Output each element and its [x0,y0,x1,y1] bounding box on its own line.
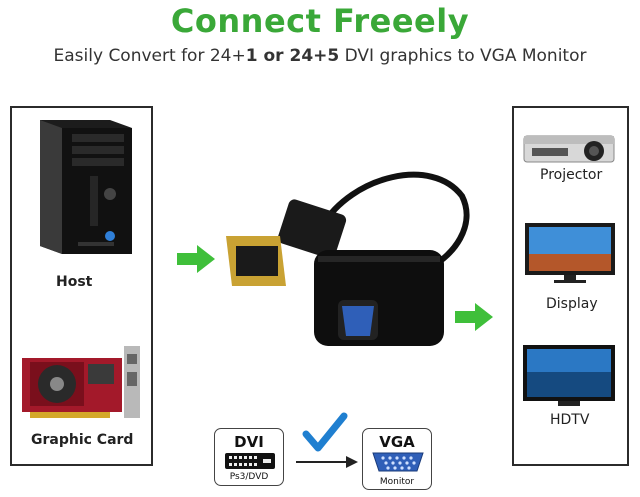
arrow-right-icon [177,245,215,273]
vga-sub: Monitor [379,477,415,487]
page-subtitle: Easily Convert for 24+1 or 24+5 DVI grap… [0,46,640,66]
monitor-icon [525,223,615,283]
graphic-card-label: Graphic Card [31,432,134,448]
subtitle-mid: or [257,46,290,66]
page-title: Connect Freeely [170,2,470,40]
subtitle-suffix: DVI graphics to VGA Monitor [339,46,587,66]
arrow-right-icon [296,456,358,468]
hdtv-label: HDTV [550,412,590,428]
dvi-vga-adapter-icon [226,171,470,346]
subtitle-bold-1: 1 [245,46,258,66]
dvi-badge: DVI Ps3/DVD [214,428,284,486]
dvi-port-icon [225,453,275,469]
projector-label: Projector [540,167,603,183]
subtitle-prefix: Easily Convert for 24+ [53,46,246,66]
pc-tower-icon [40,120,132,254]
tv-icon [523,345,615,406]
checkmark-icon [302,412,348,452]
dvi-sub: Ps3/DVD [229,472,269,482]
arrow-right-icon [455,303,493,331]
vga-badge: VGA Monitor [362,428,432,490]
display-label: Display [546,296,598,312]
host-label: Host [56,274,93,290]
projector-icon [523,135,615,163]
subtitle-bold-2: 24+5 [289,46,340,66]
dvi-title: DVI [234,433,264,451]
graphic-card-icon [22,346,140,418]
vga-title: VGA [379,433,415,451]
vga-port-icon [372,452,424,472]
